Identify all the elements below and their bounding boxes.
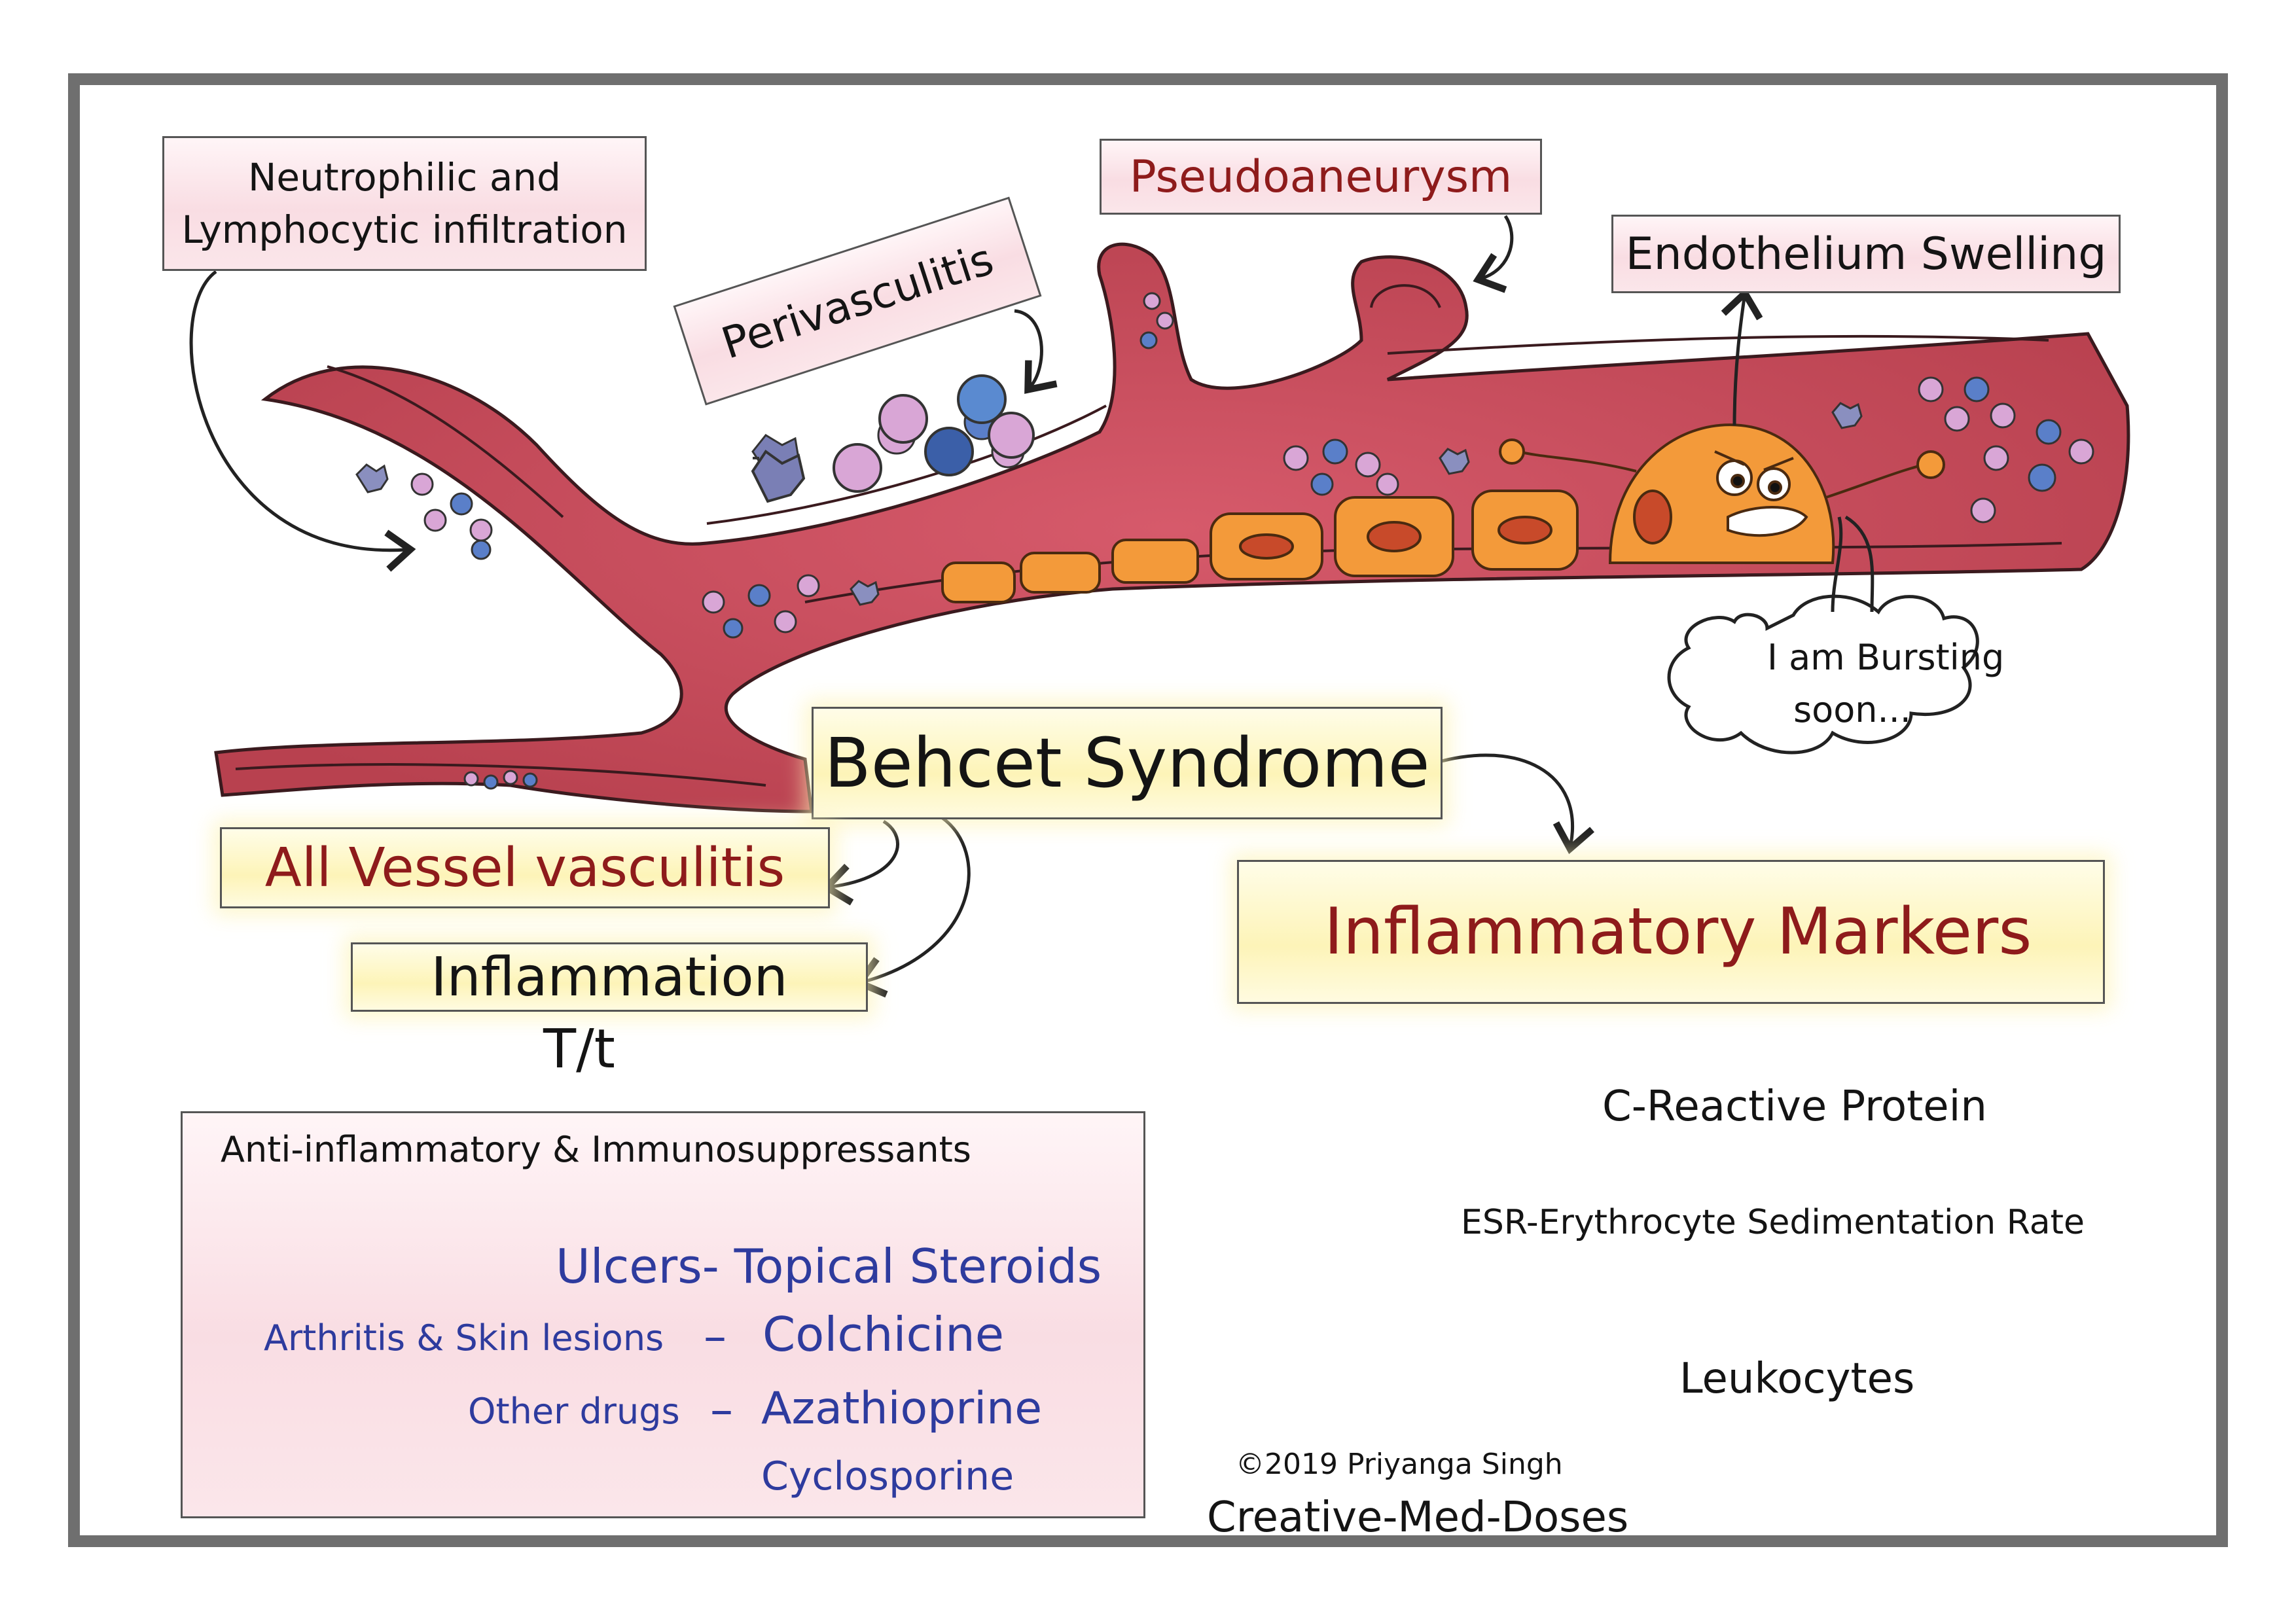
- inflammation-box: Inflammation: [351, 942, 868, 1012]
- treatment-box: Anti-inflammatory & Immunosuppressants U…: [181, 1111, 1145, 1518]
- inflammatory-markers-label: Inflammatory Markers: [1324, 895, 2032, 969]
- colchicine-drug: Colchicine: [762, 1307, 1005, 1362]
- behcet-title: Behcet Syndrome: [824, 723, 1430, 803]
- dash-1: –: [704, 1310, 726, 1363]
- esr-marker: ESR-Erythrocyte Sedimentation Rate: [1461, 1203, 2085, 1242]
- brand-text: Creative-Med-Doses: [1207, 1493, 1629, 1542]
- treatment-box-heading: Anti-inflammatory & Immunosuppressants: [221, 1129, 971, 1170]
- bursting-text: I am Bursting soon...: [1767, 632, 2005, 736]
- bursting-line1: I am Bursting: [1767, 637, 2005, 678]
- leukocytes-marker: Leukocytes: [1679, 1355, 1915, 1403]
- cyclosporine-drug: Cyclosporine: [761, 1454, 1014, 1499]
- pseudoaneurysm-label-box: Pseudoaneurysm: [1100, 139, 1542, 215]
- treatment-heading: T/t: [543, 1018, 615, 1080]
- endothelium-label: Endothelium Swelling: [1625, 228, 2107, 280]
- ulcers-therapy: Ulcers- Topical Steroids: [556, 1239, 1102, 1294]
- all-vessel-box: All Vessel vasculitis: [220, 827, 830, 908]
- bursting-line2: soon...: [1793, 689, 1911, 730]
- inflammatory-markers-box: ↑ Inflammatory Markers: [1237, 860, 2105, 1004]
- endothelial-cells: [941, 423, 1945, 603]
- inflammation-label: Inflammation: [431, 946, 788, 1008]
- increase-arrow-label: ↑: [1239, 924, 1324, 940]
- speech-bubble: [1667, 515, 1979, 755]
- other-drugs-label: Other drugs: [468, 1391, 680, 1432]
- crp-marker: C-Reactive Protein: [1602, 1082, 1987, 1131]
- infiltration-label-box: Neutrophilic and Lymphocytic infiltratio…: [162, 136, 647, 271]
- dash-2: –: [710, 1383, 733, 1436]
- infiltration-line1: Neutrophilic and: [248, 155, 561, 200]
- blood-vessel: [214, 242, 2130, 813]
- all-vessel-label: All Vessel vasculitis: [264, 836, 785, 899]
- perivascular-cluster: [751, 374, 1035, 503]
- annotation-arrows: [189, 215, 1763, 998]
- arthritis-indication: Arthritis & Skin lesions: [264, 1317, 664, 1359]
- behcet-title-box: Behcet Syndrome: [812, 707, 1443, 819]
- copyright-text: ©2019 Priyanga Singh: [1236, 1448, 1563, 1481]
- infiltration-line2: Lymphocytic infiltration: [181, 207, 628, 252]
- endothelium-label-box: Endothelium Swelling: [1611, 215, 2121, 293]
- azathioprine-drug: Azathioprine: [761, 1383, 1043, 1435]
- pseudoaneurysm-label: Pseudoaneurysm: [1129, 151, 1513, 203]
